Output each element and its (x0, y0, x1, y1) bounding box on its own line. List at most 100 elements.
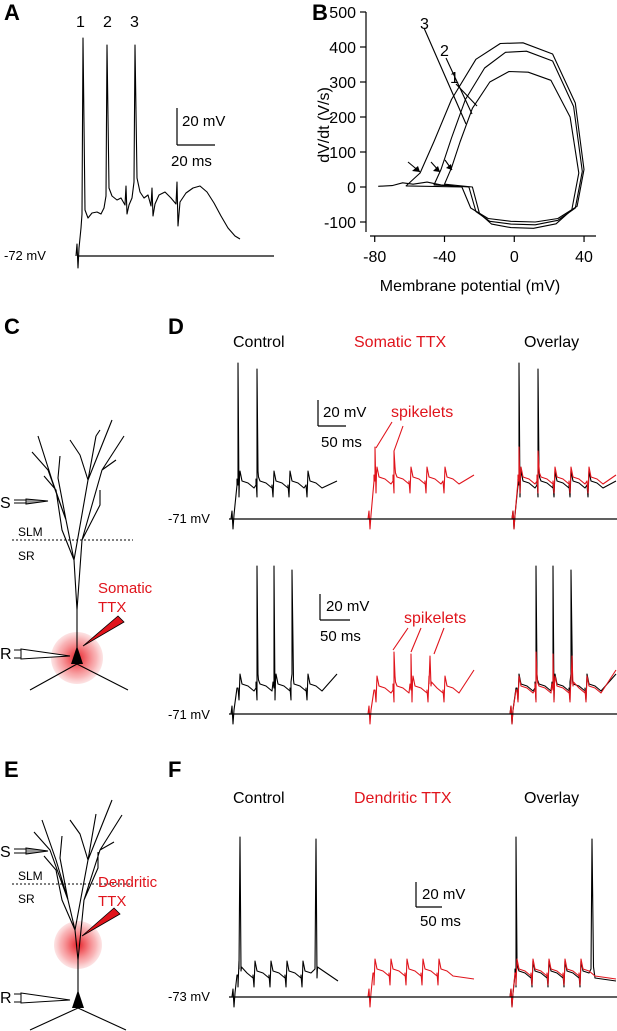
scale-label-mv-top: 20 mV (323, 404, 366, 421)
curve-label-2: 2 (440, 43, 449, 60)
column-title-control: Control (233, 790, 285, 807)
spikelets-label-bottom: spikelets (404, 610, 466, 627)
overlay-ttx-trace (509, 958, 617, 1008)
rec-electrode-icon (20, 992, 71, 1004)
slm-label: SLM (18, 525, 43, 539)
x-tick-label: -40 (433, 249, 456, 266)
baseline-label-f: -73 mV (168, 989, 210, 1004)
y-tick-label: 400 (329, 40, 356, 57)
scale-label-mv: 20 mV (182, 113, 225, 130)
control-trace (231, 836, 339, 1008)
y-axis-label: dV/dt (V/s) (316, 87, 333, 163)
column-title-overlay: Overlay (524, 790, 579, 807)
soma (71, 646, 83, 664)
neuron-diagram-somatic: S R SLM SR Somatic TTX (0, 419, 153, 691)
baseline-label: -72 mV (4, 248, 46, 263)
spikelets-leader-bottom (392, 627, 445, 655)
overlay-control-trace (511, 362, 617, 530)
ttx-application-zone (54, 921, 102, 969)
spike-label-1: 1 (76, 14, 85, 31)
scale-label-ms-f: 50 ms (420, 913, 461, 930)
scale-label-ms: 20 ms (171, 153, 212, 170)
baseline-label-bottom: -71 mV (168, 707, 210, 722)
dendrite-tree (33, 799, 123, 1008)
ttx-label-line2: TTX (98, 599, 126, 616)
overlay-control-trace (509, 836, 617, 1008)
somatic-ttx-trace (367, 446, 475, 530)
spike-label-2: 2 (103, 14, 112, 31)
x-tick-label: 0 (510, 249, 519, 266)
overlay-ttx-trace (509, 651, 617, 725)
x-tick-label: 40 (575, 249, 593, 266)
control-voltage-trace (75, 37, 241, 269)
baseline-label-top: -71 mV (168, 511, 210, 526)
phase-plot: -100 0 100 200 300 400 500 -80 -40 0 40 Membrane … (316, 5, 596, 295)
spikelets-label-top: spikelets (391, 404, 453, 421)
curve-label-leader-2 (445, 57, 473, 115)
control-trace (230, 565, 338, 725)
control-trace (230, 362, 338, 530)
rec-electrode-icon (20, 648, 71, 660)
ttx-pipette-icon (82, 615, 125, 647)
stim-label: S (0, 844, 11, 861)
sr-label: SR (18, 892, 35, 906)
sr-label: SR (18, 549, 35, 563)
somatic-ttx-trace (367, 651, 475, 725)
y-tick-label: 0 (347, 180, 356, 197)
ttx-label-line1: Somatic (98, 580, 153, 597)
x-axis-label: Membrane potential (mV) (380, 278, 561, 295)
panel-label-c: C (4, 314, 20, 339)
basal-dendrites (29, 1007, 127, 1031)
column-title-control: Control (233, 334, 285, 351)
panel-label-b: B (312, 0, 328, 25)
phase-curve-2 (433, 50, 583, 226)
column-title-overlay: Overlay (524, 334, 579, 351)
curve-label-1: 1 (450, 70, 459, 87)
phase-curve-3 (443, 70, 580, 229)
curve-label-3: 3 (420, 16, 429, 33)
rec-label: R (0, 990, 12, 1007)
column-title-drug: Somatic TTX (354, 334, 447, 351)
scale-label-ms-bottom: 50 ms (320, 628, 361, 645)
ttx-pipette-icon (81, 907, 121, 937)
traces-row-f (231, 836, 617, 1008)
panel-label-d: D (168, 314, 184, 339)
panel-label-e: E (4, 757, 19, 782)
ttx-label-line1: Dendritic (98, 874, 158, 891)
x-tick-label: -80 (363, 249, 386, 266)
soma (72, 990, 84, 1008)
dendrite-tree (31, 419, 125, 655)
overlay-ttx-trace (511, 446, 617, 530)
stim-electrode-icon (25, 498, 49, 505)
spike-label-3: 3 (130, 14, 139, 31)
scale-label-mv-bottom: 20 mV (326, 598, 369, 615)
scale-label-mv-f: 20 mV (422, 886, 465, 903)
panel-a-trace: 1 2 3 20 mV 20 ms -72 mV (4, 14, 274, 269)
neuron-diagram-dendritic: S R SLM SR Dendritic TTX (0, 799, 158, 1031)
basal-dendrites (29, 663, 129, 691)
spikelets-leader-top (375, 421, 404, 452)
y-tick-label: 300 (329, 75, 356, 92)
y-tick-label: 200 (329, 110, 356, 127)
curve-label-leader-1 (423, 27, 467, 125)
y-tick-label: -100 (324, 215, 356, 232)
rec-label: R (0, 646, 12, 663)
scale-label-ms-top: 50 ms (321, 434, 362, 451)
traces-row-top (230, 362, 617, 530)
column-title-drug: Dendritic TTX (354, 790, 452, 807)
stim-label: S (0, 495, 11, 512)
stim-electrode-icon (25, 847, 49, 855)
phase-curve-1 (405, 42, 585, 223)
traces-row-bottom (230, 565, 617, 725)
y-tick-label: 500 (329, 5, 356, 22)
slm-label: SLM (18, 869, 43, 883)
y-tick-label: 100 (329, 145, 356, 162)
panel-label-a: A (4, 0, 20, 25)
overlay-control-trace (509, 565, 617, 725)
panel-label-f: F (168, 757, 181, 782)
threshold-arrows (407, 159, 453, 173)
ttx-label-line2: TTX (98, 893, 126, 910)
curve-label-leader-3 (455, 83, 478, 107)
dendritic-ttx-trace (367, 958, 475, 1008)
